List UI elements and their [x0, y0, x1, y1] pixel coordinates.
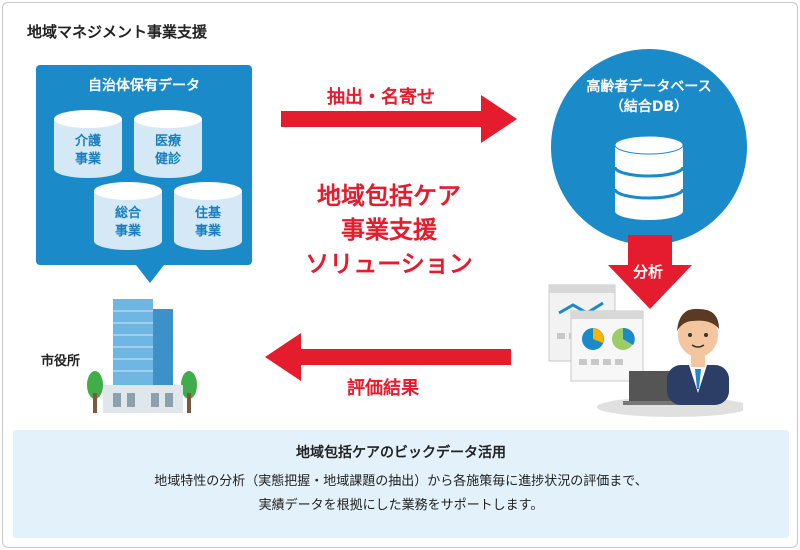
cylinder-care: 介護事業 [52, 109, 124, 179]
cylinder-label: 総合事業 [114, 206, 141, 239]
cylinder-medical: 医療健診 [132, 109, 204, 179]
solution-title: 地域包括ケア 事業支援 ソリューション [305, 182, 473, 278]
arrow-right-icon [281, 95, 517, 143]
cylinder-label: 医療健診 [154, 134, 181, 167]
cylinder-icon [54, 110, 122, 178]
analysis-label: 分析 [633, 263, 664, 281]
cylinder-label: 介護事業 [74, 134, 101, 167]
cylinder-icon [94, 182, 162, 250]
analyst-with-reports-icon [548, 284, 743, 417]
cylinder-label: 住基事業 [194, 206, 221, 239]
database-icon [613, 135, 685, 220]
database-title: 高齢者データベース （結合DB） [586, 79, 712, 115]
description-line-1: 地域特性の分析（実態把握・地域課題の抽出）から各施策毎に進捗状況の評価まで、 [154, 474, 648, 489]
arrow-down-icon [608, 235, 692, 309]
evaluation-label: 評価結果 [347, 378, 419, 399]
description-line-2: 実績データを根拠にした業務をサポートします。 [258, 498, 544, 513]
cylinder-icon [174, 182, 242, 250]
city-hall-label: 市役所 [41, 354, 81, 369]
cylinder-general: 総合事業 [92, 181, 164, 251]
elderly-database-circle: 高齢者データベース （結合DB） [551, 49, 747, 245]
municipal-data-box: 自治体保有データ 介護事業 医療健診 [36, 65, 252, 283]
description-panel: 地域包括ケアのビックデータ活用 地域特性の分析（実態把握・地域課題の抽出）から各… [13, 430, 789, 538]
extract-label: 抽出・名寄せ [327, 87, 435, 108]
cylinder-resident: 住基事業 [172, 181, 244, 251]
arrow-left-icon [265, 333, 511, 381]
cylinder-icon [134, 110, 202, 178]
municipal-data-title: 自治体保有データ [88, 78, 200, 94]
page-title: 地域マネジメント事業支援 [27, 23, 208, 41]
description-title: 地域包括ケアのビックデータ活用 [296, 445, 506, 461]
city-hall-building-icon [87, 299, 197, 413]
